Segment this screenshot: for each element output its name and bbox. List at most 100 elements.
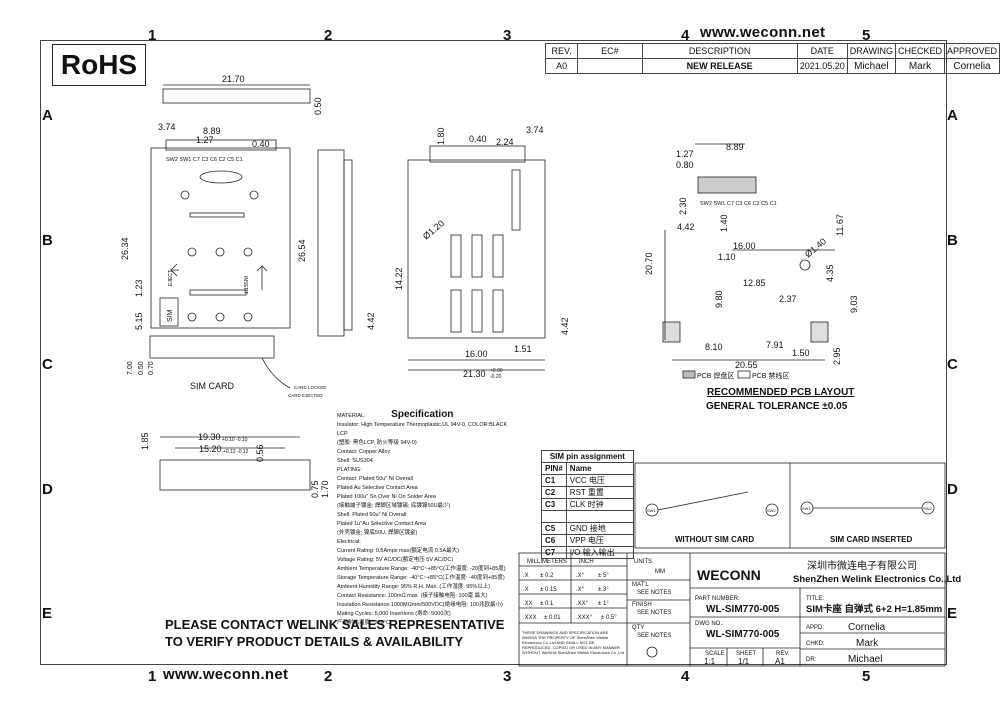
col-2-bottom: 2 [324, 668, 333, 685]
pad-1 [450, 234, 462, 278]
dim-1422: 14.22 [394, 267, 404, 290]
pin-name: VCC 电压 [565, 474, 634, 487]
spec-line: Shell: SUS304 [337, 458, 373, 464]
hole-2 [249, 190, 259, 200]
pad-3 [492, 234, 504, 278]
tb-tol-3a: .XX [523, 601, 533, 607]
pcb-dim-2070-label: 20.70 [644, 252, 654, 275]
row-a-left: A [42, 107, 53, 124]
front-window-2 [189, 289, 247, 296]
pcb-dim-2055-label: 20.55 [735, 360, 758, 370]
tb-finish-notes: SEE NOTES [637, 610, 671, 616]
col-1-bottom: 1 [148, 668, 157, 685]
spec-line: (塑胶: 黑色LCP, 防火等级 94V-0) [337, 440, 417, 446]
tb-qty-notes: SEE NOTES [637, 633, 671, 639]
legend-swatch-a [682, 370, 696, 379]
tb-part: WL-SIM770-005 [706, 604, 780, 615]
pcb-recommended: RECOMMENDED PCB LAYOUT [707, 387, 854, 398]
dim-2634: 26.34 [120, 237, 130, 260]
tb-finish: FINISH [632, 602, 652, 608]
pcb-dim-889-label: 8.89 [726, 142, 744, 152]
row-e-right: E [947, 605, 958, 622]
spec-line: Electrical: [337, 539, 361, 545]
pcb-pin-pads [697, 176, 757, 194]
tb-tol-1d: ± 5° [598, 573, 609, 579]
contact-line-2: TO VERIFY PRODUCT DETAILS & AVAILABILITY [165, 634, 464, 649]
spec-line: Voltage Rating: 5V AC/DC(额定电压 5V AC/DC) [337, 557, 454, 563]
row-d-left: D [42, 481, 53, 498]
spec-line: Ambient Temperature Range: -40°C~+85°C(工… [337, 566, 506, 572]
dim-889: 8.89 [203, 126, 221, 136]
tb-title: SIM卡座 自弹式 6+2 H=1.85mm [806, 603, 942, 615]
hole-5 [243, 247, 253, 257]
tb-brand: WECONN [697, 567, 761, 583]
spec-title: Specification [391, 409, 454, 420]
pcb-dim-1167: 11.67 [835, 214, 845, 236]
dim-224: 2.24 [496, 137, 514, 147]
col-4-top: 4 [681, 27, 690, 44]
dim-127: 1.27 [196, 135, 214, 145]
insert-label: INSERT [242, 276, 248, 294]
pcb-dim-810: 8.10 [705, 342, 723, 352]
dim-180: 1.80 [436, 127, 446, 145]
tb-tol-2c: .X° [576, 587, 585, 593]
sw2-right: SW2 [923, 506, 932, 511]
tb-disclaimer: THESE DRAWINGS AND SPECIFICATION ARE Wei… [522, 630, 624, 655]
pin-number: C5 [541, 522, 567, 535]
tb-tol-4d: ± 0.5° [601, 615, 617, 621]
side-view-flange [343, 159, 353, 331]
pad-5 [471, 289, 483, 333]
tb-dr-label: DR: [806, 657, 817, 663]
hole-7 [215, 312, 225, 322]
projection-symbol [646, 646, 658, 658]
col-5-top: 5 [862, 27, 871, 44]
title-block-frame [518, 552, 946, 667]
pin-name: GND 接地 [565, 522, 634, 535]
pin-row [541, 510, 634, 523]
pcb-dim-435: 4.35 [825, 264, 835, 282]
pcb-dim-295: 2.95 [832, 347, 842, 365]
dim-075: 0.75 [310, 480, 320, 498]
tb-part-label: PART NUMBER: [695, 596, 740, 602]
tb-chkd: Mark [856, 638, 879, 649]
dim-2130-tol-dn: -0.20 [490, 374, 502, 380]
pin-number: C6 [541, 534, 567, 547]
approved-value: Cornelia [943, 58, 1000, 74]
spec-line: Plated 1u"Au Selective Contact Area [337, 521, 427, 527]
pcb-dim-150: 1.50 [792, 348, 810, 358]
description-value: NEW RELEASE [641, 58, 798, 74]
front-view-body [150, 147, 291, 329]
drawing-frame [40, 40, 947, 665]
dim-442-side: 4.42 [366, 312, 376, 330]
dim-123: 1.23 [134, 279, 144, 297]
pcb-hole [799, 259, 811, 271]
ec-value [577, 58, 643, 74]
sim-card-curve [261, 357, 291, 389]
tb-matl: MAT'L [632, 582, 649, 588]
spec-line: Insulator: High Temperature Thermoplasti… [337, 422, 508, 437]
tb-title-label: TITLE: [806, 596, 824, 602]
dim-top-width: 21.70 [222, 74, 245, 84]
pcb-dim-442: 4.42 [677, 222, 695, 232]
spec-line: Contact: Copper Alloy [337, 449, 391, 455]
sw1-right: SW1 [802, 506, 811, 511]
front-slot [199, 170, 243, 184]
spec-line: PLATING: [337, 467, 362, 473]
col-1-top: 1 [148, 27, 157, 44]
side-contact [511, 169, 521, 231]
bottom-view-body [159, 459, 311, 491]
website-bottom: www.weconn.net [163, 666, 289, 683]
dim-374-back: 3.74 [526, 125, 544, 135]
col-5-bottom: 5 [862, 668, 871, 685]
spec-line: 产品耐热温度 : 260°C [337, 620, 390, 626]
pcb-dim-230: 2.30 [678, 197, 688, 215]
switch-without-label: WITHOUT SIM CARD [675, 535, 754, 544]
col-3-bottom: 3 [503, 668, 512, 685]
spec-line: (接触端子镀金; 焊脚区域镀锡; 底镀镍50U最少) [337, 503, 451, 509]
